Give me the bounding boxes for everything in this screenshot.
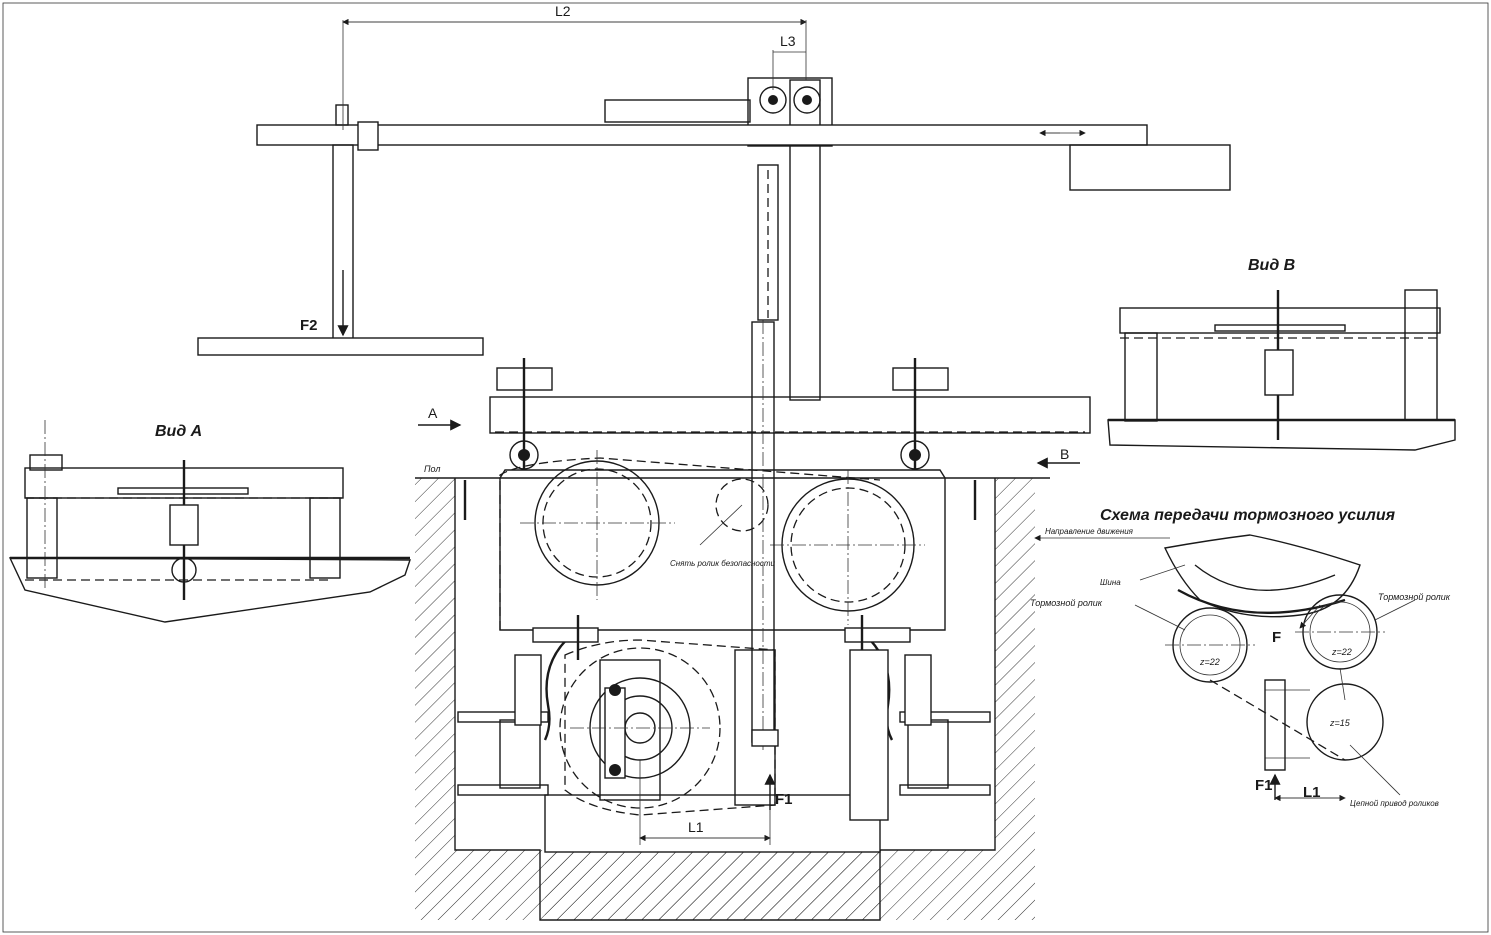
view-a-title: Вид А — [155, 423, 202, 440]
force-f1-label: F1 — [775, 791, 793, 808]
brake-roller-left-label: Тормозной ролик — [1030, 598, 1103, 608]
motion-direction-label: Направление движения — [1045, 527, 1134, 536]
safety-roller — [699, 478, 769, 546]
tire-label: Шина — [1100, 578, 1121, 587]
scheme-title: Схема передачи тормозного усилия — [1100, 507, 1396, 524]
brake-roller-right-label: Тормозной ролик — [1378, 592, 1451, 602]
z-left-label: z=22 — [1199, 657, 1220, 667]
floor-label: Пол — [424, 464, 440, 474]
chain-drive-label: Цепной привод роликов — [1350, 799, 1439, 808]
dimension-l1 — [639, 760, 771, 845]
brake-roller-right — [770, 470, 925, 625]
view-a-arrow-label: A — [428, 405, 438, 421]
dimension-l3 — [772, 50, 806, 90]
scheme-drawing — [1134, 534, 1416, 802]
force-f-label: F — [1272, 629, 1281, 646]
scheme-l1-label: L1 — [1303, 784, 1321, 801]
dimension-l2 — [342, 18, 807, 130]
dim-l1-label: L1 — [688, 819, 704, 835]
brake-roller-left — [520, 450, 675, 600]
dim-l2-label: L2 — [555, 3, 571, 19]
safety-roller-label: Снять ролик безопасности — [670, 559, 776, 568]
z-small-label: z=15 — [1329, 718, 1351, 728]
view-b-drawing — [1107, 289, 1456, 451]
stand-frame — [489, 358, 1091, 631]
drive-gearbox — [559, 639, 776, 816]
scheme-f1-label: F1 — [1255, 777, 1273, 794]
view-b-arrow-label: B — [1060, 446, 1069, 462]
dim-l3-label: L3 — [780, 33, 796, 49]
view-b-title: Вид В — [1248, 257, 1295, 274]
pit-foundation — [415, 477, 1050, 921]
lever-assembly — [197, 86, 1231, 356]
lower-supports — [457, 615, 991, 821]
view-a-drawing — [8, 420, 411, 623]
force-f2-label: F2 — [300, 317, 318, 334]
vertical-rod — [747, 77, 833, 750]
z-right-label: z=22 — [1331, 647, 1352, 657]
